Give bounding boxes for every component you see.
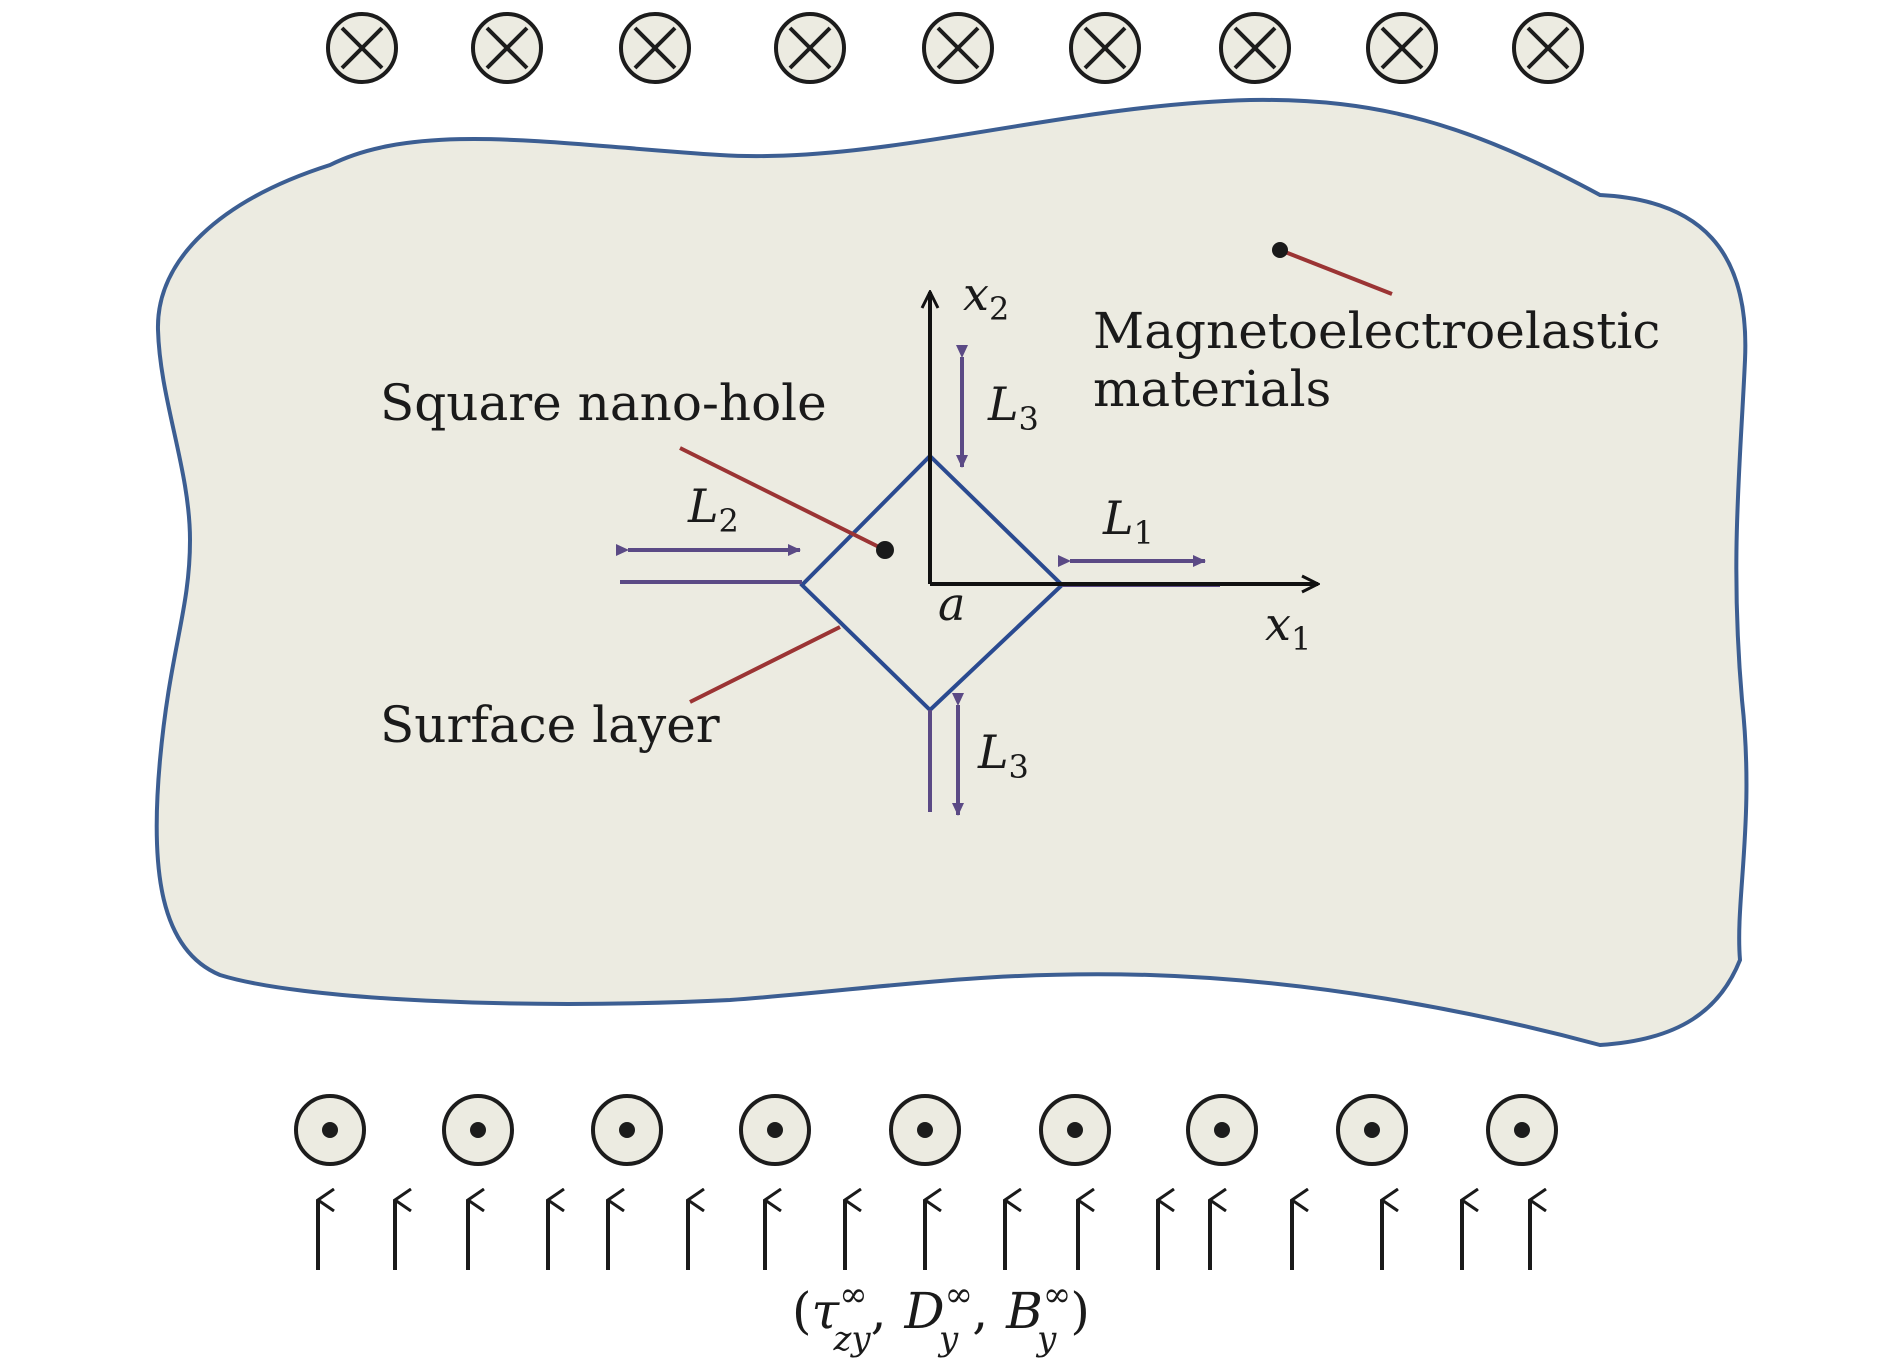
loading-comma-2: ,	[972, 1282, 988, 1340]
label-origin-a: a	[938, 577, 965, 631]
loading-close-paren: )	[1070, 1282, 1090, 1340]
cross-circle-icon	[1366, 12, 1438, 84]
loading-comma-1: ,	[871, 1282, 887, 1340]
label-L2-sub: 2	[719, 502, 739, 540]
label-L3-top-base: L	[987, 377, 1019, 431]
loading-expression: (τ∞zy,D∞y,B∞y)	[792, 1275, 1090, 1359]
label-L3-top-sub: 3	[1019, 400, 1039, 438]
label-x1-base: x	[1265, 597, 1291, 651]
label-L3-top: L3	[987, 377, 1039, 438]
label-x1-sub: 1	[1291, 620, 1311, 658]
dot-circle-icon	[294, 1094, 366, 1166]
loading-D-sub: y	[937, 1319, 959, 1359]
label-x2: x2	[963, 267, 1009, 328]
label-x2-sub: 2	[989, 290, 1009, 328]
dot-circle-icon	[591, 1094, 663, 1166]
loading-B-sup: ∞	[1043, 1275, 1071, 1315]
label-L3-bottom-base: L	[977, 725, 1009, 779]
bottom-field-symbols	[294, 1094, 1558, 1166]
leader-surface	[689, 625, 841, 704]
loading-B: B	[1005, 1282, 1043, 1340]
label-square-nano-hole: Square nano-hole	[380, 374, 827, 432]
dot-circle-icon	[1336, 1094, 1408, 1166]
label-x2-base: x	[963, 267, 989, 321]
dot-circle-icon	[1486, 1094, 1558, 1166]
label-x1: x1	[1265, 597, 1311, 658]
cross-circle-icon	[1069, 12, 1141, 84]
loading-tau-sup: ∞	[839, 1275, 867, 1315]
label-L3-bottom: L3	[977, 725, 1029, 786]
cross-circle-icon	[922, 12, 994, 84]
cross-circle-icon	[1512, 12, 1584, 84]
dot-circle-icon	[739, 1094, 811, 1166]
label-material-line2: materials	[1093, 360, 1331, 418]
material-point	[1272, 242, 1288, 258]
label-L2: L2	[687, 479, 739, 540]
cross-circle-icon	[774, 12, 846, 84]
dot-circle-icon	[442, 1094, 514, 1166]
label-L1-sub: 1	[1134, 514, 1154, 552]
label-L1: L1	[1102, 491, 1154, 552]
label-L1-base: L	[1102, 491, 1134, 545]
label-surface-layer: Surface layer	[380, 696, 720, 754]
label-material-line1: Magnetoelectroelastic	[1093, 302, 1660, 360]
cross-circle-icon	[471, 12, 543, 84]
cross-circle-icon	[326, 12, 398, 84]
loading-D: D	[904, 1282, 945, 1340]
dot-circle-icon	[1186, 1094, 1258, 1166]
loading-B-sub: y	[1035, 1319, 1057, 1359]
label-L2-base: L	[687, 479, 719, 533]
cross-circle-icon	[619, 12, 691, 84]
leader-material	[1279, 248, 1393, 296]
dot-circle-icon	[889, 1094, 961, 1166]
cross-circle-icon	[1219, 12, 1291, 84]
leader-hole	[679, 446, 886, 552]
label-L3-bottom-sub: 3	[1009, 748, 1029, 786]
dot-circle-icon	[1039, 1094, 1111, 1166]
top-field-symbols	[326, 12, 1584, 84]
loading-arrows	[316, 1200, 1530, 1270]
loading-D-sup: ∞	[945, 1275, 973, 1315]
hole-point	[876, 541, 894, 559]
loading-open-paren: (	[792, 1282, 812, 1340]
loading-tau: τ	[812, 1282, 841, 1340]
loading-tau-sub: zy	[833, 1319, 872, 1359]
